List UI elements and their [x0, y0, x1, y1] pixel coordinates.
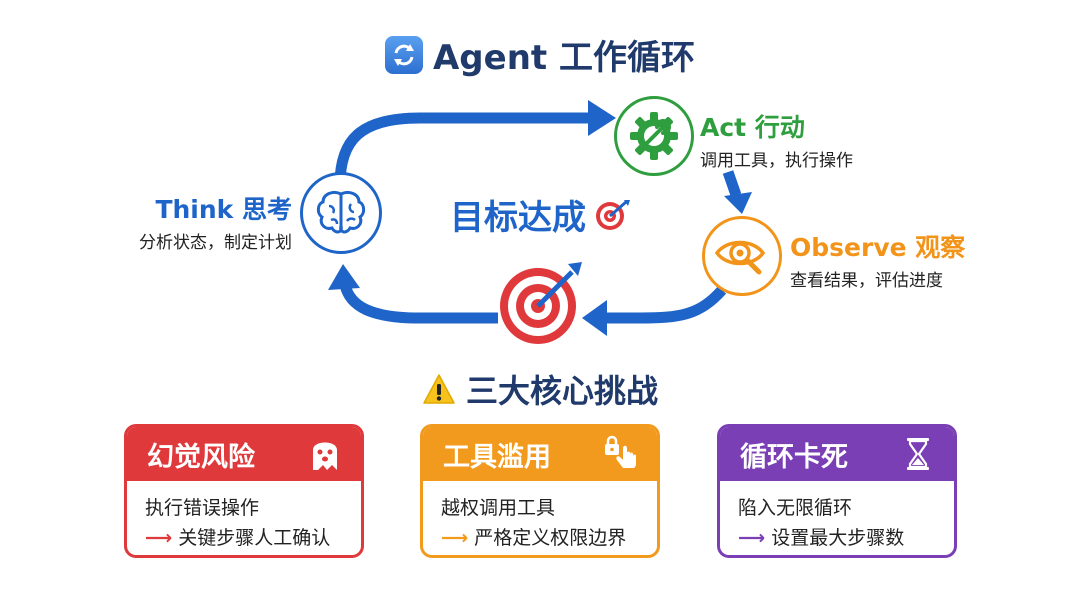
goal-label-group: 目标达成: [450, 190, 632, 239]
page-title: Agent 工作循环: [0, 30, 1080, 79]
card-header: 循环卡死: [720, 427, 954, 481]
page-title-text: Agent 工作循环: [432, 38, 695, 78]
card-solution-row: ⟶设置最大步骤数: [738, 523, 936, 553]
cycle-icon: [384, 35, 423, 74]
arrow-right-icon: ⟶: [145, 527, 173, 549]
card-problem: 越权调用工具: [441, 497, 556, 519]
challenge-card-hallucination: 幻觉风险 执行错误操作 ⟶关键步骤人工确认: [124, 424, 364, 558]
challenge-card-tool-abuse: 工具滥用 越权调用工具 ⟶严格定义权限边界: [420, 424, 660, 558]
arrow-think-to-act: [334, 112, 590, 186]
arrow-act-to-observe-head: [724, 192, 752, 214]
think-desc: 分析状态，制定计划: [139, 233, 292, 253]
card-problem: 执行错误操作: [145, 497, 260, 519]
card-solution: 严格定义权限边界: [474, 527, 627, 549]
card-body: 越权调用工具 ⟶严格定义权限边界: [423, 481, 657, 553]
observe-node: [702, 216, 782, 296]
card-title: 工具滥用: [443, 441, 551, 473]
card-body: 陷入无限循环 ⟶设置最大步骤数: [720, 481, 954, 553]
card-title: 循环卡死: [740, 441, 848, 473]
arrow-right-icon: ⟶: [441, 527, 469, 549]
card-problem: 陷入无限循环: [738, 497, 853, 519]
card-solution: 设置最大步骤数: [771, 527, 905, 549]
brain-icon: [316, 190, 366, 234]
arrow-act-to-observe: [722, 170, 742, 197]
act-node: [614, 96, 694, 176]
hourglass-icon: [907, 438, 929, 470]
target-icon: [596, 199, 630, 230]
target-icon: [500, 262, 582, 344]
hand-lock-icon: [605, 435, 636, 468]
observe-label: Observe 观察: [790, 233, 966, 262]
card-solution: 关键步骤人工确认: [178, 527, 331, 549]
card-header: 幻觉风险: [127, 427, 361, 481]
card-body: 执行错误操作 ⟶关键步骤人工确认: [127, 481, 361, 553]
observe-desc: 查看结果，评估进度: [790, 271, 943, 291]
card-title: 幻觉风险: [147, 441, 255, 473]
arrow-goal-to-think-head: [328, 264, 360, 290]
gear-wrench-icon: [630, 112, 678, 160]
act-label: Act 行动: [700, 113, 805, 142]
card-solution-row: ⟶关键步骤人工确认: [145, 523, 343, 553]
act-desc: 调用工具，执行操作: [700, 151, 853, 171]
card-solution-row: ⟶严格定义权限边界: [441, 523, 639, 553]
goal-node: [498, 258, 588, 350]
warning-icon: [423, 374, 455, 404]
arrow-goal-to-think: [339, 283, 498, 324]
eye-magnifier-icon: [714, 240, 766, 275]
arrow-right-icon: ⟶: [738, 527, 766, 549]
think-node: [300, 172, 382, 254]
goal-label: 目标达成: [450, 198, 586, 238]
challenge-card-infinite-loop: 循环卡死 陷入无限循环 ⟶设置最大步骤数: [717, 424, 957, 558]
challenges-title-text: 三大核心挑战: [465, 372, 658, 410]
card-header: 工具滥用: [423, 427, 657, 481]
arrow-observe-to-goal-head: [582, 300, 607, 336]
challenges-title: 三大核心挑战: [0, 366, 1080, 412]
arrow-observe-to-goal: [605, 286, 727, 324]
think-label: Think 思考: [155, 195, 292, 224]
ghost-icon: [313, 442, 337, 470]
arrow-think-to-act-head: [588, 100, 616, 136]
